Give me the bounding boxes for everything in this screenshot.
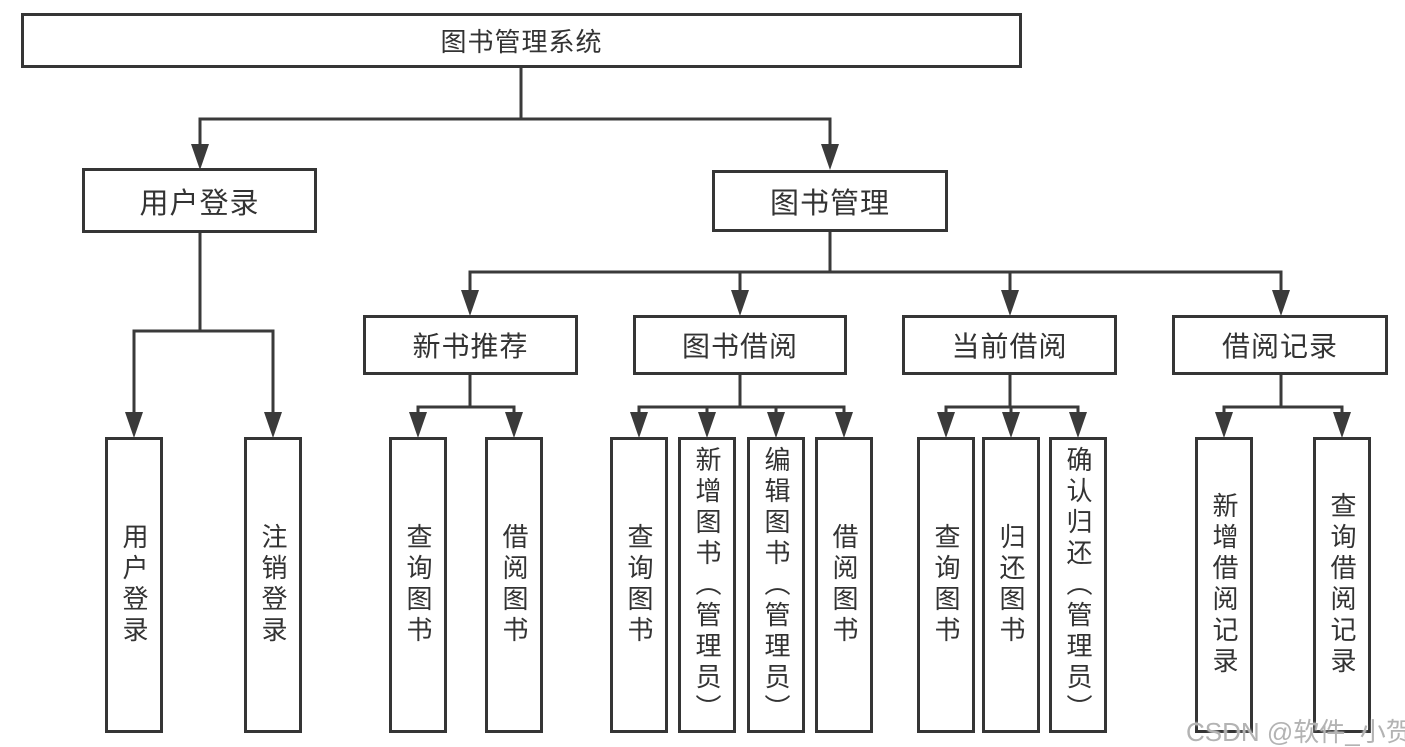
arrow-icon [264, 412, 282, 438]
leaf-label: 确认归还（管理员） [1063, 445, 1093, 725]
leaf-current-return: 归还图书 [982, 437, 1040, 733]
node-book-management: 图书管理 [712, 170, 948, 232]
leaf-label: 借阅图书 [829, 523, 859, 647]
arrow-icon [1333, 412, 1351, 438]
leaf-label: 查询借阅记录 [1327, 492, 1357, 678]
arrow-icon [409, 412, 427, 438]
arrow-icon [630, 412, 648, 438]
arrow-icon [1215, 412, 1233, 438]
leaf-borrow-edit-admin: 编辑图书（管理员） [747, 437, 805, 733]
leaf-label: 查询图书 [931, 523, 961, 647]
csdn-watermark: CSDN @软件_小贺同学 [1186, 717, 1405, 747]
leaf-newbooks-borrow: 借阅图书 [485, 437, 543, 733]
node-root-system: 图书管理系统 [21, 13, 1022, 68]
arrow-icon [937, 412, 955, 438]
arrow-icon [1001, 290, 1019, 316]
leaf-label: 查询图书 [624, 523, 654, 647]
leaf-label: 新增借阅记录 [1209, 492, 1239, 678]
arrow-icon [505, 412, 523, 438]
node-new-book-recommend: 新书推荐 [363, 315, 578, 375]
leaf-borrow-query: 查询图书 [610, 437, 668, 733]
arrow-icon [1272, 290, 1290, 316]
leaf-label: 注销登录 [258, 523, 288, 647]
leaf-current-query: 查询图书 [917, 437, 975, 733]
leaf-current-confirm-admin: 确认归还（管理员） [1049, 437, 1107, 733]
leaf-borrow-book: 借阅图书 [815, 437, 873, 733]
leaf-records-add: 新增借阅记录 [1195, 437, 1253, 733]
leaf-newbooks-query: 查询图书 [389, 437, 447, 733]
arrow-icon [125, 412, 143, 438]
leaf-label: 借阅图书 [499, 523, 529, 647]
leaf-label: 编辑图书（管理员） [761, 445, 791, 725]
leaf-label: 新增图书（管理员） [692, 445, 722, 725]
arrow-icon [1002, 412, 1020, 438]
leaf-borrow-add-admin: 新增图书（管理员） [678, 437, 736, 733]
connector-lines [132, 66, 1344, 416]
arrow-icon [698, 412, 716, 438]
leaf-label: 归还图书 [996, 523, 1026, 647]
arrow-icon [1069, 412, 1087, 438]
node-user-login: 用户登录 [82, 168, 317, 233]
arrowheads [125, 144, 1351, 438]
arrow-icon [191, 144, 209, 170]
arrow-icon [821, 144, 839, 170]
arrow-icon [835, 412, 853, 438]
leaf-user-login: 用户登录 [105, 437, 163, 733]
node-borrow-records: 借阅记录 [1172, 315, 1388, 375]
node-current-borrow: 当前借阅 [902, 315, 1117, 375]
leaf-label: 用户登录 [119, 523, 149, 647]
arrow-icon [461, 290, 479, 316]
arrow-icon [731, 290, 749, 316]
node-book-borrow: 图书借阅 [633, 315, 847, 375]
arrow-icon [767, 412, 785, 438]
leaf-logout: 注销登录 [244, 437, 302, 733]
leaf-label: 查询图书 [403, 523, 433, 647]
leaf-records-query: 查询借阅记录 [1313, 437, 1371, 733]
